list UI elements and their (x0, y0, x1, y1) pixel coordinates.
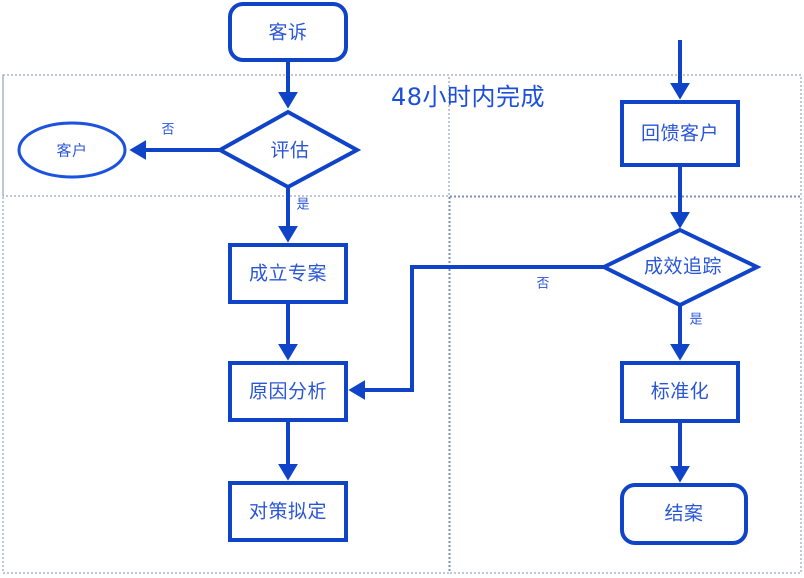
node-setup-case-label: 成立专案 (249, 263, 327, 285)
node-cause-analysis[interactable]: 原因分析 (228, 361, 348, 422)
node-effect-tracking[interactable]: 成效追踪 (599, 227, 762, 308)
node-evaluate-label: 评估 (270, 140, 309, 162)
group-box-48h (2, 74, 802, 197)
edge-label-evaluate-yes: 是 (296, 198, 309, 213)
node-customer[interactable]: 客户 (17, 121, 127, 179)
node-complaint[interactable]: 客诉 (228, 2, 348, 62)
node-cause-analysis-label: 原因分析 (249, 381, 327, 403)
node-countermeasure-label: 对策拟定 (249, 501, 327, 523)
group-box-followup (449, 196, 802, 574)
node-standardize-label: 标准化 (651, 381, 710, 403)
node-close-case[interactable]: 结案 (620, 483, 748, 545)
node-close-case-label: 结案 (664, 503, 703, 525)
edge-effect-tracking-to-cause-analysis (348, 265, 604, 400)
group-label-48h: 48小时内完成 (391, 83, 545, 111)
node-complaint-label: 客诉 (268, 22, 307, 44)
node-standardize[interactable]: 标准化 (620, 361, 740, 423)
node-evaluate[interactable]: 评估 (215, 109, 362, 190)
edge-label-evaluate-no: 否 (161, 123, 174, 138)
node-countermeasure[interactable]: 对策拟定 (228, 481, 348, 542)
node-feedback-customer-label: 回馈客户 (641, 123, 719, 145)
edge-label-tracking-no: 否 (536, 277, 549, 292)
node-effect-tracking-label: 成效追踪 (644, 256, 722, 278)
edge-label-tracking-yes: 是 (689, 313, 702, 328)
node-feedback-customer[interactable]: 回馈客户 (620, 100, 740, 167)
node-customer-label: 客户 (56, 142, 87, 160)
node-setup-case[interactable]: 成立专案 (228, 243, 348, 304)
